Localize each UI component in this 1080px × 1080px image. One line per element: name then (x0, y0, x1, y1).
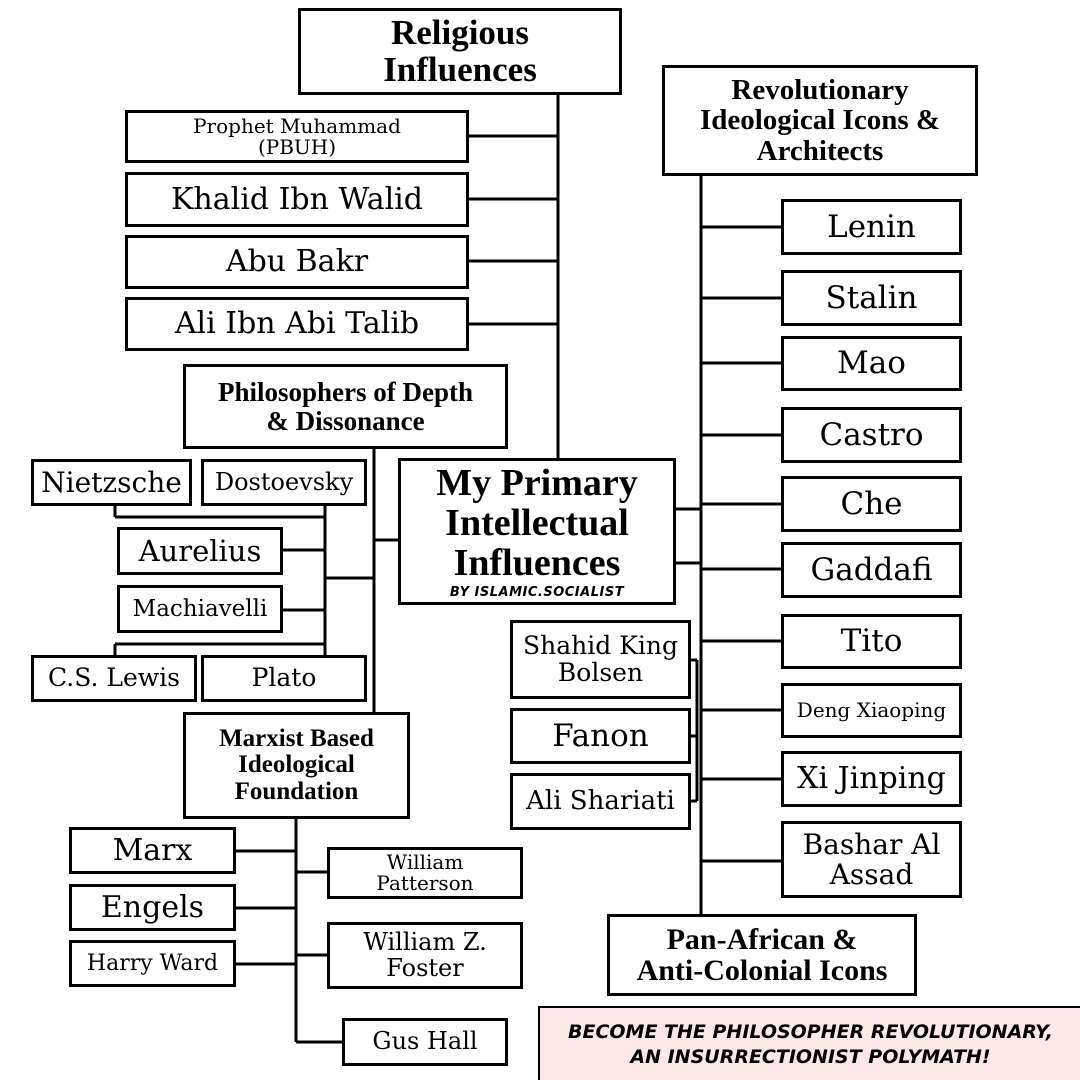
slogan-banner: BECOME THE PHILOSOPHER REVOLUTIONARY, AN… (538, 1006, 1080, 1080)
marxist-item-harry-ward: Harry Ward (69, 940, 236, 987)
religious-item-ali-ibn-abi-talib: Ali Ibn Abi Talib (125, 297, 469, 351)
philosopher-item-cs-lewis: C.S. Lewis (31, 655, 197, 702)
religious-item-abu-bakr: Abu Bakr (125, 235, 469, 289)
marxist-item-william-z-foster: William Z. Foster (327, 922, 523, 989)
pan-african-item-fanon: Fanon (510, 708, 691, 764)
philosopher-item-aurelius: Aurelius (117, 527, 283, 575)
revolutionary-item-lenin: Lenin (781, 199, 962, 255)
center-byline: BY ISLAMIC.SOCIALIST (449, 584, 625, 600)
pan-african-item-shahid-king-bolsen: Shahid King Bolsen (510, 620, 691, 699)
marxist-item-gus-hall: Gus Hall (342, 1018, 508, 1066)
revolutionary-item-stalin: Stalin (781, 270, 962, 326)
revolutionary-item-castro: Castro (781, 407, 962, 463)
marxist-item-william-patterson: William Patterson (327, 847, 523, 899)
religious-item-khalid-ibn-walid: Khalid Ibn Walid (125, 172, 469, 227)
philosopher-item-dostoevsky: Dostoevsky (201, 459, 367, 506)
header-philosophers: Philosophers of Depth & Dissonance (183, 364, 508, 449)
pan-african-item-ali-shariati: Ali Shariati (510, 773, 691, 830)
philosopher-item-plato: Plato (201, 655, 367, 702)
header-marxist-foundation: Marxist Based Ideological Foundation (183, 712, 410, 819)
philosopher-item-nietzsche: Nietzsche (31, 459, 192, 506)
revolutionary-item-deng-xiaoping: Deng Xiaoping (781, 683, 962, 738)
marxist-item-marx: Marx (69, 827, 236, 874)
revolutionary-item-che: Che (781, 476, 962, 532)
header-religious-influences: Religious Influences (298, 8, 622, 95)
header-pan-african: Pan-African & Anti-Colonial Icons (607, 914, 917, 996)
revolutionary-item-tito: Tito (781, 614, 962, 669)
center-node: My Primary Intellectual Influences BY IS… (398, 458, 676, 605)
revolutionary-item-gaddafi: Gaddafi (781, 542, 962, 598)
revolutionary-item-mao: Mao (781, 336, 962, 391)
religious-item-prophet-muhammad: Prophet Muhammad (PBUH) (125, 110, 469, 163)
header-revolutionary-icons: Revolutionary Ideological Icons & Archit… (662, 65, 978, 176)
revolutionary-item-xi-jinping: Xi Jinping (781, 751, 962, 807)
center-title: My Primary Intellectual Influences (436, 461, 638, 584)
marxist-item-engels: Engels (69, 884, 236, 931)
philosopher-item-machiavelli: Machiavelli (117, 585, 283, 633)
revolutionary-item-bashar-al-assad: Bashar Al Assad (781, 821, 962, 898)
